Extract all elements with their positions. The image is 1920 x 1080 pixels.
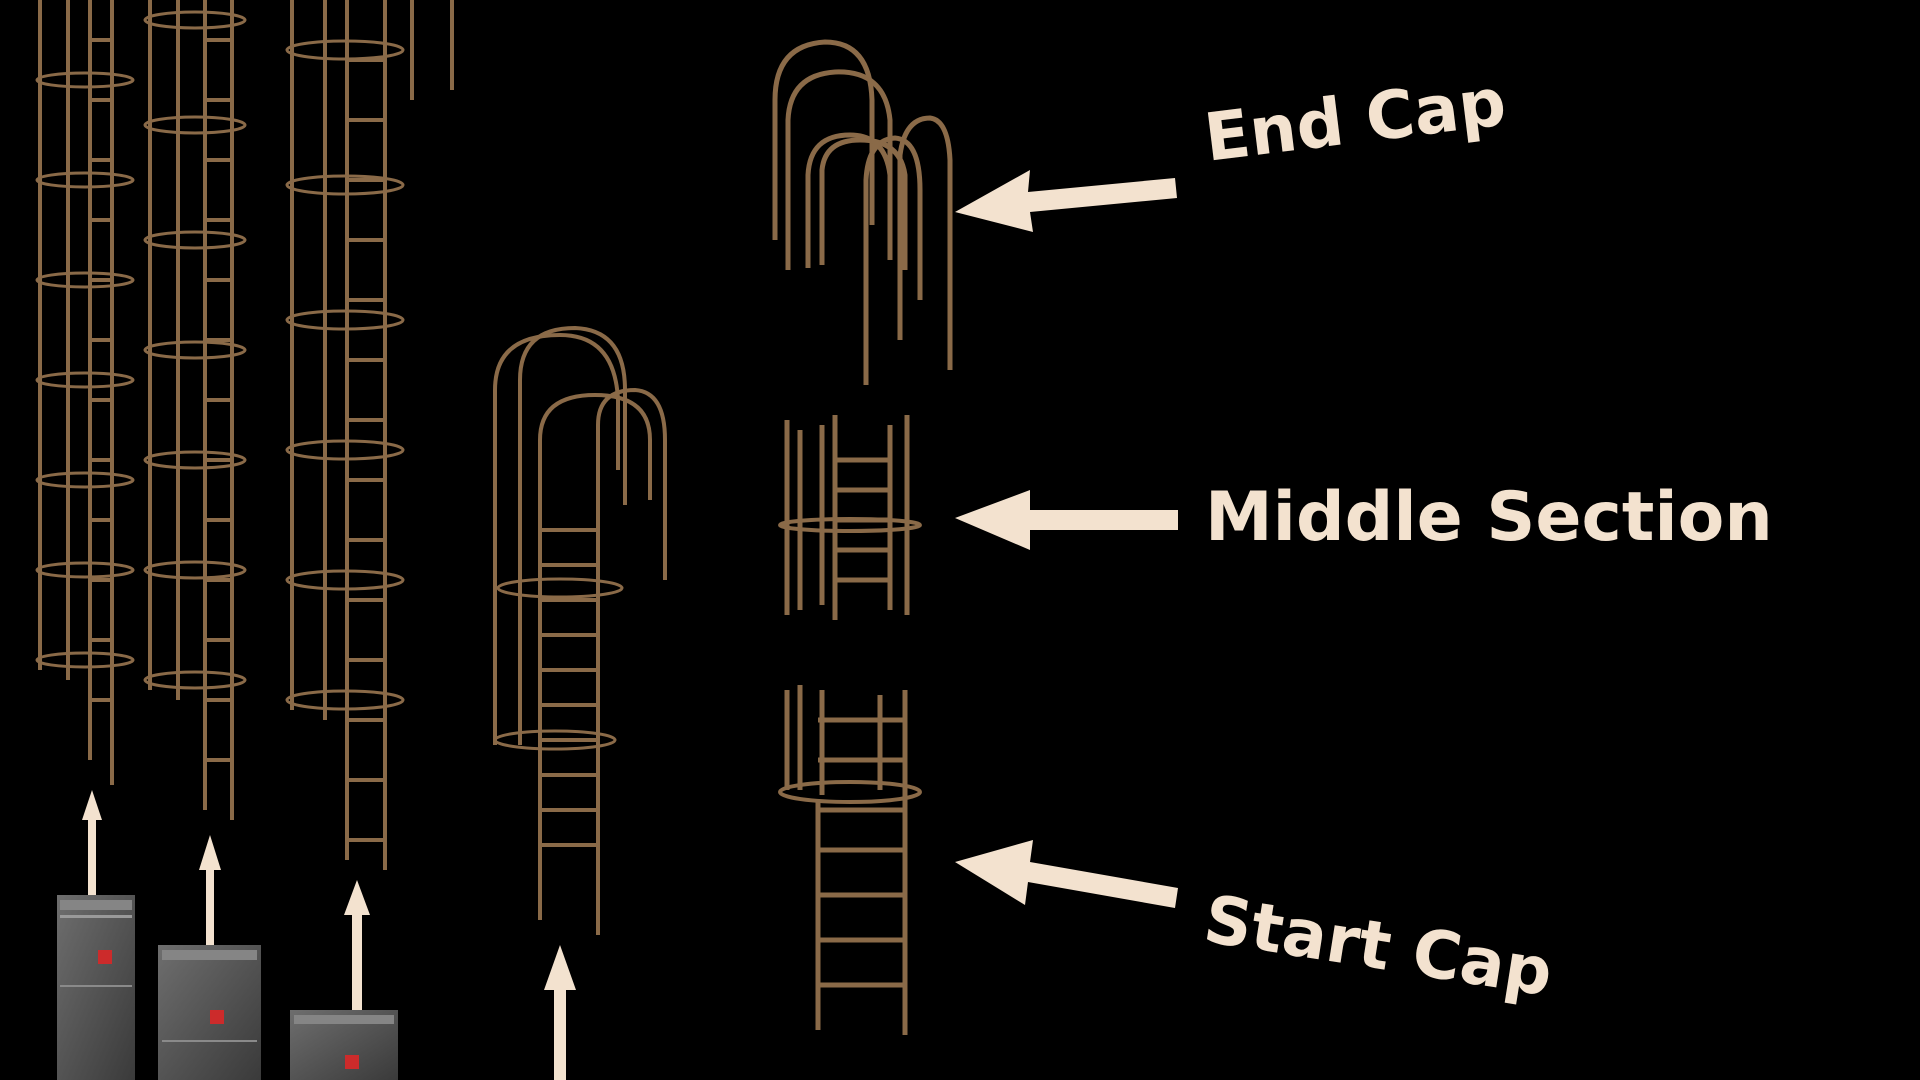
caged-ladder-3 xyxy=(285,0,454,870)
middle-section-arrow xyxy=(955,490,1178,550)
short-caged-ladder xyxy=(493,325,667,935)
start-cap-arrow xyxy=(955,840,1178,908)
up-arrows xyxy=(82,790,576,1080)
reference-panel-3 xyxy=(290,1010,398,1080)
caged-ladder-2 xyxy=(143,0,247,820)
reference-panel-2 xyxy=(158,945,261,1080)
up-arrow-2 xyxy=(199,835,221,955)
up-arrow-3 xyxy=(344,880,370,1015)
up-arrow-4 xyxy=(544,945,576,1080)
middle-section-label: Middle Section xyxy=(1205,478,1773,557)
reference-panel-1 xyxy=(57,895,135,1080)
end-cap-model xyxy=(772,39,953,385)
end-cap-arrow xyxy=(955,170,1177,232)
middle-section-model xyxy=(778,415,922,620)
start-cap-model xyxy=(778,685,922,1035)
caged-ladder-1 xyxy=(35,0,135,785)
up-arrow-1 xyxy=(82,790,102,895)
reference-panels xyxy=(57,895,398,1080)
